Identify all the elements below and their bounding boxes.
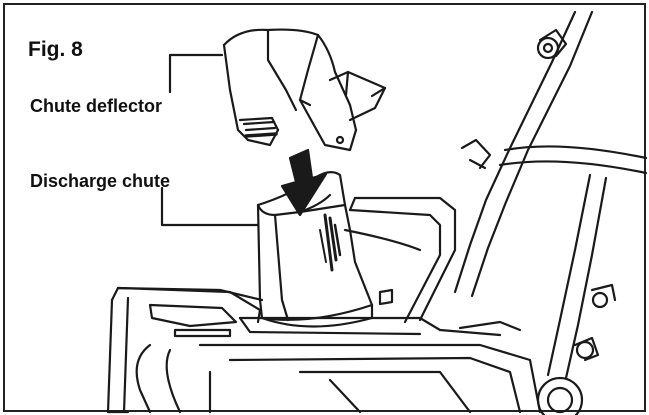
- chute-deflector: [222, 28, 387, 152]
- housing: [106, 286, 584, 415]
- leader-line-chute-deflector: [168, 53, 224, 94]
- discharge-chute-label: Discharge chute: [30, 171, 171, 191]
- figure-number-label: Fig. 8: [28, 38, 83, 61]
- leader-line-discharge-chute: [160, 186, 260, 227]
- discharge-chute: [256, 171, 374, 328]
- figure-border: [3, 3, 646, 412]
- down-arrow: [280, 148, 328, 217]
- chute-deflector-label: Chute deflector: [30, 96, 163, 116]
- side-rail: [343, 196, 457, 324]
- handle-bar: [453, 10, 648, 380]
